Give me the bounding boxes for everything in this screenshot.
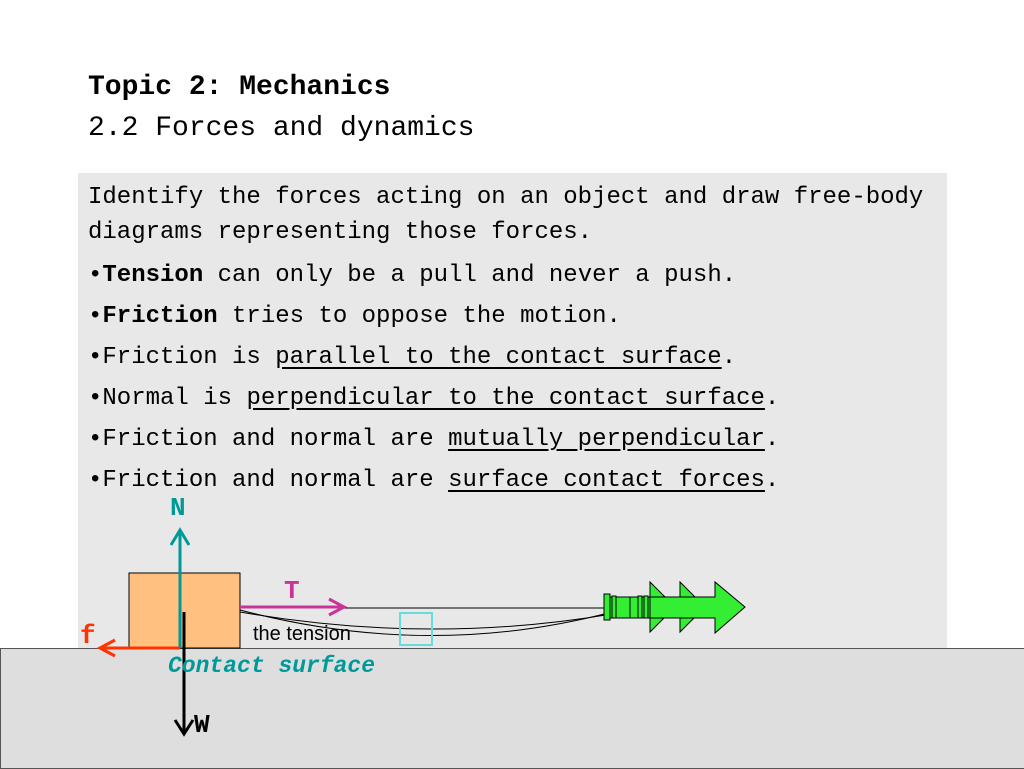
ground-surface	[0, 648, 1024, 769]
page-title: Topic 2: Mechanics	[88, 72, 391, 103]
bullet-text: Normal is	[102, 385, 247, 412]
bullet-bold: Tension	[102, 262, 204, 289]
bullet-text: Friction and normal are	[102, 426, 449, 453]
green-arrow-icon	[603, 580, 746, 635]
bullet-text: Friction is	[102, 344, 276, 371]
normal-force-arrow	[169, 527, 191, 648]
contact-surface-label: Contact surface	[168, 653, 375, 679]
bullet-end: .	[721, 344, 737, 371]
bullet-item: •Friction and normal are mutually perpen…	[88, 426, 780, 453]
bullet-end: .	[764, 467, 780, 494]
bullet-text: can only be a pull and never a push.	[203, 262, 737, 289]
weight-label: W	[194, 710, 210, 740]
friction-force-arrow	[96, 638, 180, 658]
page-subtitle: 2.2 Forces and dynamics	[88, 113, 475, 144]
bullet-underline: perpendicular to the contact surface	[246, 385, 765, 412]
bullet-underline: surface contact forces	[448, 467, 765, 494]
tension-label: T	[284, 576, 300, 606]
weight-force-arrow	[173, 612, 195, 737]
bullet-list: •Tension can only be a pull and never a …	[88, 255, 779, 501]
bullet-end: .	[764, 385, 780, 412]
bullet-underline: parallel to the contact surface	[275, 344, 722, 371]
normal-label: N	[170, 493, 186, 523]
bullet-text: tries to oppose the motion.	[217, 303, 621, 330]
intro-text: Identify the forces acting on an object …	[88, 184, 924, 246]
bullet-bold: Friction	[102, 303, 218, 330]
bullet-underline: mutually perpendicular	[448, 426, 765, 453]
bullet-item: •Normal is perpendicular to the contact …	[88, 385, 780, 412]
bullet-item: •Friction is parallel to the contact sur…	[88, 344, 737, 371]
bullet-end: .	[764, 426, 780, 453]
bullet-item: •Friction and normal are surface contact…	[88, 467, 780, 494]
tension-caption: the tension	[253, 623, 351, 645]
bullet-item: •Tension can only be a pull and never a …	[88, 262, 737, 289]
content-box: Identify the forces acting on an object …	[78, 173, 947, 648]
bullet-text: Friction and normal are	[102, 467, 449, 494]
bullet-item: •Friction tries to oppose the motion.	[88, 303, 621, 330]
tension-force-arrow	[240, 597, 348, 617]
friction-label: f	[80, 621, 96, 651]
marker-square	[399, 612, 433, 646]
